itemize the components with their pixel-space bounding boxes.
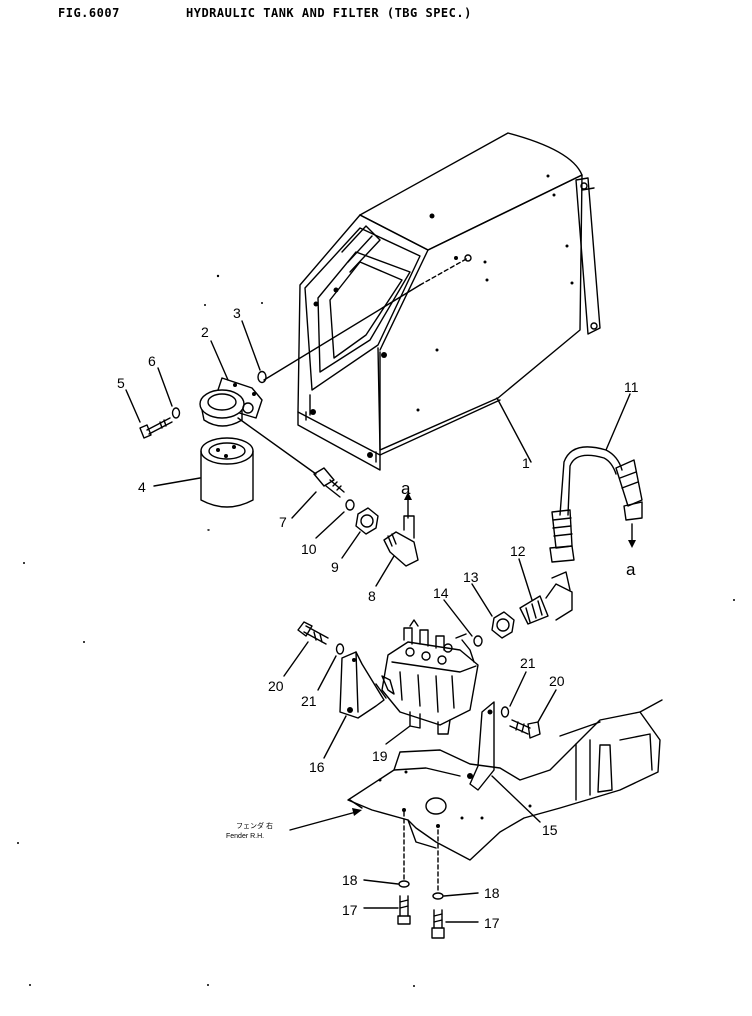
connector-a-upper bbox=[404, 492, 412, 519]
figure-number: FIG.6007 bbox=[58, 6, 120, 20]
bolt-20-left bbox=[297, 621, 329, 645]
o-ring-10 bbox=[345, 499, 355, 511]
filter-element-4 bbox=[200, 437, 254, 531]
callout-3: 3 bbox=[233, 305, 241, 321]
bracket-16 bbox=[339, 651, 385, 719]
callout-5: 5 bbox=[117, 375, 125, 391]
connector-a-upper-label: a bbox=[401, 479, 411, 498]
washer-18-left bbox=[398, 880, 410, 888]
o-ring-14 bbox=[473, 635, 483, 647]
callout-20-right: 20 bbox=[549, 673, 565, 689]
filter-head bbox=[199, 377, 317, 475]
elbow-12 bbox=[519, 571, 573, 625]
callout-12: 12 bbox=[510, 543, 526, 559]
callout-17-left: 17 bbox=[342, 902, 358, 918]
callout-7: 7 bbox=[279, 514, 287, 530]
hydraulic-tank bbox=[263, 132, 601, 471]
callout-17-right: 17 bbox=[484, 915, 500, 931]
figure-title: HYDRAULIC TANK AND FILTER (TBG SPEC.) bbox=[186, 6, 472, 20]
o-ring-3 bbox=[257, 370, 267, 384]
callout-15: 15 bbox=[542, 822, 558, 838]
callout-2: 2 bbox=[201, 324, 209, 340]
callout-11: 11 bbox=[624, 379, 639, 395]
washer-21-right bbox=[500, 706, 510, 718]
washer-21-left bbox=[335, 643, 345, 655]
callout-4: 4 bbox=[138, 479, 146, 495]
callout-20-left: 20 bbox=[268, 678, 284, 694]
callout-14: 14 bbox=[433, 585, 449, 601]
nut-13 bbox=[491, 611, 515, 639]
bracket-right bbox=[469, 701, 495, 791]
leader-lines bbox=[125, 320, 631, 923]
bolt-17-left bbox=[397, 895, 411, 925]
callout-18-right: 18 bbox=[484, 885, 500, 901]
fitting-7 bbox=[313, 467, 345, 498]
bolt-5 bbox=[139, 417, 173, 439]
fender-note-jp: フェンダ 右 bbox=[236, 821, 273, 830]
hose-11 bbox=[549, 446, 643, 563]
callout-1: 1 bbox=[522, 455, 530, 471]
elbow-8 bbox=[383, 515, 419, 567]
bolt-17-right bbox=[431, 909, 445, 939]
callout-10: 10 bbox=[301, 541, 317, 557]
callout-9: 9 bbox=[331, 559, 339, 575]
callout-19: 19 bbox=[372, 748, 388, 764]
callout-labels: 1 2 3 4 5 6 7 8 9 10 11 12 13 14 15 16 1… bbox=[117, 305, 639, 931]
callout-21-left: 21 bbox=[301, 693, 317, 709]
washer-18-right bbox=[432, 892, 444, 900]
fender-frame-15 bbox=[347, 699, 663, 861]
callout-8: 8 bbox=[368, 588, 376, 604]
callout-18-left: 18 bbox=[342, 872, 358, 888]
callout-16: 16 bbox=[309, 759, 325, 775]
callout-13: 13 bbox=[463, 569, 479, 585]
fender-note-en: Fender R.H. bbox=[226, 833, 264, 840]
washer-6 bbox=[171, 407, 181, 419]
callout-6: 6 bbox=[148, 353, 156, 369]
callout-21-right: 21 bbox=[520, 655, 536, 671]
connector-a-lower-label: a bbox=[626, 560, 636, 579]
nut-9 bbox=[355, 507, 379, 535]
bolt-20-right bbox=[509, 719, 541, 739]
control-valve-19 bbox=[375, 619, 479, 735]
